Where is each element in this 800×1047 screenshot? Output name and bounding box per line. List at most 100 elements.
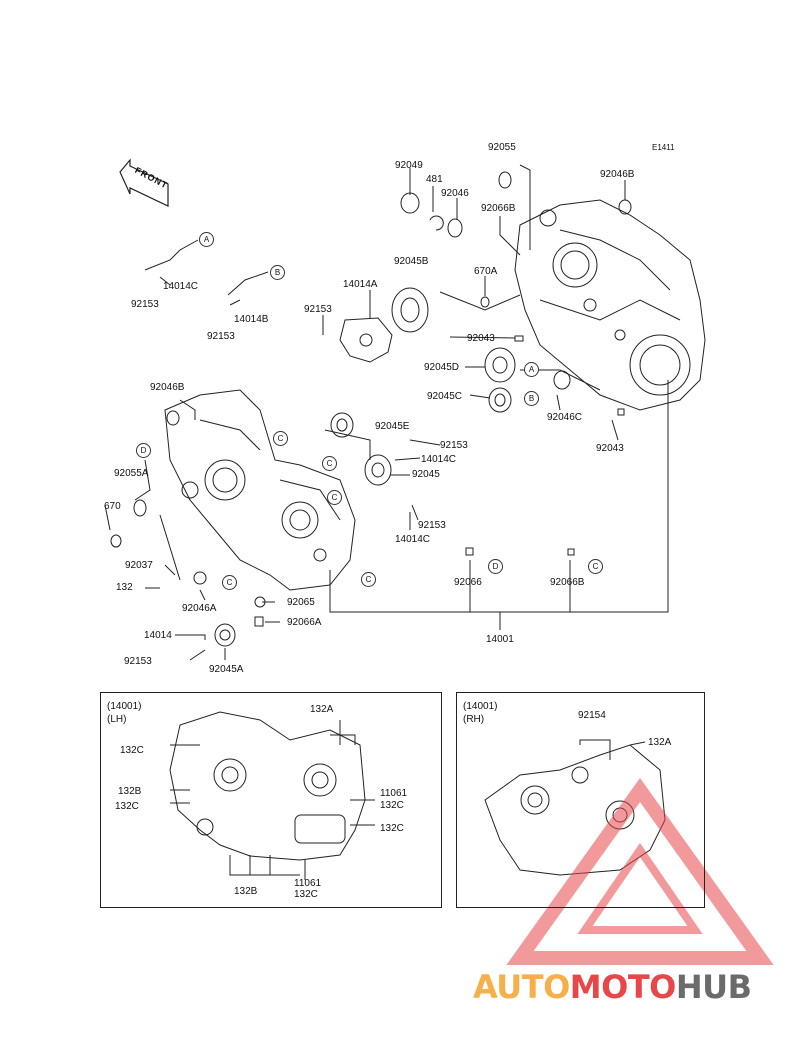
bearing-92046 <box>447 218 463 238</box>
bearing-92046B-left <box>166 410 180 426</box>
bearing-92045A <box>214 623 236 647</box>
part-14014: 14014 <box>144 630 172 641</box>
part-92046A: 92046A <box>182 603 217 614</box>
watermark-part-auto: AUTO <box>473 968 570 1006</box>
part-14014C-b: 14014C <box>421 454 457 465</box>
lh-label-132C-d: 132C <box>380 823 404 834</box>
callout-c-4: C <box>222 575 237 590</box>
part-92153-a: 92153 <box>304 304 332 315</box>
plug-92066 <box>465 547 474 556</box>
part-92043-a: 92043 <box>467 333 495 344</box>
callout-c-5: C <box>361 572 376 587</box>
callout-d-1: D <box>136 443 151 458</box>
part-92066B-top: 92066B <box>481 203 516 214</box>
callout-a-2: A <box>524 362 539 377</box>
callout-c-1: C <box>273 431 288 446</box>
part-92045D: 92045D <box>424 362 460 373</box>
callout-c-2: C <box>322 456 337 471</box>
part-92045C: 92045C <box>427 391 463 402</box>
inset-rh-header: (14001) <box>463 701 498 712</box>
part-92043-b: 92043 <box>596 443 624 454</box>
part-92153-c: 92153 <box>207 331 235 342</box>
right-case-bore-small <box>629 334 691 396</box>
part-92045B: 92045B <box>394 256 429 267</box>
bearing-92049 <box>400 192 420 214</box>
part-92066B-bottom: 92066B <box>550 577 585 588</box>
inset-lh-box <box>100 692 442 908</box>
part-14014A: 14014A <box>343 279 378 290</box>
part-92055A: 92055A <box>114 468 149 479</box>
inset-lh-side: (LH) <box>107 714 127 725</box>
callout-a-1: A <box>199 232 214 247</box>
seal-92046A <box>193 571 207 585</box>
plug-92066B <box>567 548 575 556</box>
bearing-92045E <box>330 412 354 438</box>
inset-rh-box <box>456 692 705 908</box>
rh-label-132A: 132A <box>648 737 672 748</box>
bearing-92045C <box>488 387 512 413</box>
lh-label-132B-a: 132B <box>118 786 142 797</box>
cover-plate-14014A <box>339 317 393 363</box>
lh-label-132A: 132A <box>310 704 334 715</box>
right-case-bore-large <box>552 242 598 288</box>
part-14001: 14001 <box>486 634 514 645</box>
oring-670 <box>110 534 122 548</box>
part-92045A: 92045A <box>209 664 244 675</box>
diagram-code: E1411 <box>652 143 675 152</box>
dowel-92043-b <box>617 408 625 416</box>
left-crankcase-outline <box>164 389 356 591</box>
bearing-92045 <box>364 454 392 486</box>
left-case-bore-large <box>204 459 246 501</box>
lh-label-132C-c: 132C <box>380 800 404 811</box>
part-92045E: 92045E <box>375 421 410 432</box>
part-14014B: 14014B <box>234 314 269 325</box>
part-670A: 670A <box>474 266 498 277</box>
part-14014C-c: 14014C <box>395 534 431 545</box>
circlip-481 <box>429 215 444 231</box>
part-92153-b: 92153 <box>131 299 159 310</box>
oring-92055A <box>133 499 147 517</box>
part-92055: 92055 <box>488 142 516 153</box>
rod-92037 <box>159 514 181 581</box>
part-92045: 92045 <box>412 469 440 480</box>
callout-c-3: C <box>327 490 342 505</box>
part-14014C-a: 14014C <box>163 281 199 292</box>
part-92065: 92065 <box>287 597 315 608</box>
plug-92066A <box>254 616 264 627</box>
part-92153-f: 92153 <box>124 656 152 667</box>
bearing-92046B-top <box>618 199 632 215</box>
part-670: 670 <box>104 501 121 512</box>
front-indicator: FRONT <box>120 160 172 191</box>
oring-92055 <box>498 171 512 189</box>
front-arrow-icon <box>119 158 169 207</box>
part-92066: 92066 <box>454 577 482 588</box>
lh-label-11061-b: 11061 <box>294 878 322 889</box>
callout-b-1: B <box>270 265 285 280</box>
part-92046C: 92046C <box>547 412 583 423</box>
lh-label-132B-b: 132B <box>234 886 258 897</box>
callout-c-6: C <box>588 559 603 574</box>
part-92046B-left: 92046B <box>150 382 185 393</box>
watermark-part-hub: HUB <box>675 968 752 1006</box>
callout-b-2: B <box>524 391 539 406</box>
dowel-92043-a <box>514 335 524 342</box>
bearing-92045D <box>484 347 516 383</box>
lh-label-132C-e: 132C <box>294 889 318 900</box>
part-92153-e: 92153 <box>418 520 446 531</box>
part-92046B-top: 92046B <box>600 169 635 180</box>
oring-670A <box>480 296 490 308</box>
watermark-logo-triangle <box>506 777 774 965</box>
part-92037: 92037 <box>125 560 153 571</box>
callout-d-2: D <box>488 559 503 574</box>
inset-lh-header: (14001) <box>107 701 142 712</box>
part-92066A: 92066A <box>287 617 322 628</box>
watermark-logo-text: AUTOMOTOHUB <box>473 968 752 1006</box>
left-case-bore-small <box>281 501 319 539</box>
part-132: 132 <box>116 582 133 593</box>
watermark-part-moto: MOTO <box>569 968 677 1006</box>
inset-rh-side: (RH) <box>463 714 485 725</box>
part-481: 481 <box>426 174 443 185</box>
part-92153-d: 92153 <box>440 440 468 451</box>
rh-label-92154: 92154 <box>578 710 606 721</box>
